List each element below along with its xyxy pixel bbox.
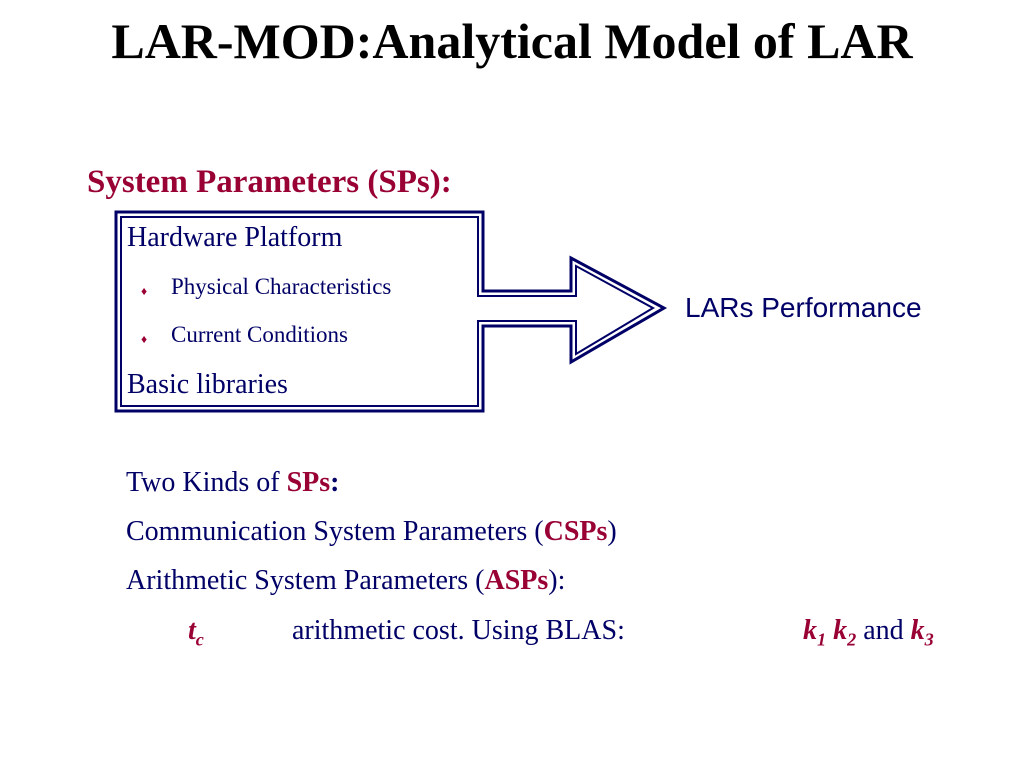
k1-letter: k: [803, 615, 817, 646]
basic-libraries-label: Basic libraries: [127, 369, 288, 400]
tc-symbol: tc: [188, 615, 204, 651]
csp-text: Communication System Parameters (: [126, 516, 544, 547]
bullet-current-conditions: Current Conditions: [171, 322, 348, 347]
k1-sub: 1: [817, 629, 827, 650]
two-kinds-text: Two Kinds of: [126, 467, 287, 498]
diamond-bullet-icon: ♦: [141, 284, 148, 298]
bullet-physical-characteristics: Physical Characteristics: [171, 274, 392, 299]
asp-line: Arithmetic System Parameters (ASPs):: [126, 565, 565, 597]
arrow-outline-outer: [114, 210, 668, 413]
slide-title: LAR-MOD:Analytical Model of LAR: [111, 13, 913, 69]
tc-sub: c: [195, 629, 204, 650]
asp-text: Arithmetic System Parameters (: [126, 565, 485, 596]
k-constants: k1 k2 and k3: [803, 615, 934, 651]
tc-t: t: [188, 615, 196, 646]
k3-sub: 3: [924, 629, 934, 650]
csp-close: ): [607, 516, 617, 547]
asp-close: ):: [548, 565, 566, 596]
diamond-bullet-icon: ♦: [141, 332, 148, 346]
two-kinds-line: Two Kinds of SPs:: [126, 467, 340, 499]
lars-performance-label: LARs Performance: [685, 292, 922, 323]
csp-abbr: CSPs: [543, 516, 608, 547]
hardware-platform-label: Hardware Platform: [127, 222, 343, 253]
tc-description: arithmetic cost. Using BLAS:: [292, 615, 625, 646]
asp-abbr: ASPs: [484, 565, 549, 596]
k2-sub: 2: [847, 629, 857, 650]
arrow-outline-inner: [120, 216, 656, 407]
csp-line: Communication System Parameters (CSPs): [126, 516, 617, 548]
two-kinds-colon: :: [330, 467, 340, 498]
sps-abbr: SPs: [286, 467, 331, 498]
and-word: and: [863, 615, 904, 646]
k3-letter: k: [910, 615, 925, 646]
section-heading: System Parameters (SPs):: [87, 164, 452, 200]
k2-letter: k: [833, 615, 848, 646]
